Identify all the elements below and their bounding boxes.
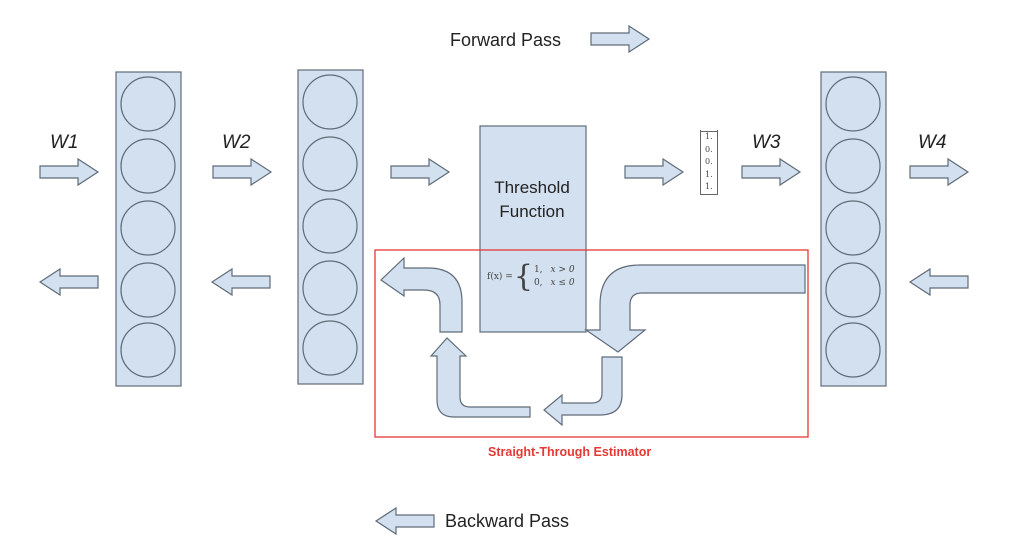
forward-arrow-w4 [909,157,970,187]
neuron [825,138,881,194]
backward-pass-arrow [374,506,435,536]
formula-cases: 1,x > 0 0,x ≤ 0 [534,264,575,290]
weight-label-w1: W1 [50,132,79,153]
neuron [302,198,358,254]
neuron [120,76,176,132]
neuron [120,138,176,194]
forward-arrow-w1 [39,157,100,187]
threshold-formula: f(x) = { 1,x > 0 0,x ≤ 0 [487,262,575,292]
neuron [825,76,881,132]
output-vector-entry: 1. [705,169,713,179]
ste-curved-arrow-down [584,264,806,353]
output-vector: 1. 0. 0. 1. 1. [700,130,718,195]
layer-3 [820,71,887,387]
neuron [825,322,881,378]
layer-2 [297,69,364,385]
backward-pass-label: Backward Pass [445,511,570,531]
neuron [825,200,881,256]
neuron [302,136,358,192]
threshold-function-box [479,125,587,333]
layer-1 [115,71,182,387]
output-vector-entry: 1. [705,182,713,191]
neuron [302,74,358,130]
forward-arrow-w3 [741,157,802,187]
ste-curved-arrow-left [543,356,623,427]
ste-curved-arrow-up [429,337,531,418]
weight-label-w3: W3 [752,132,781,153]
formula-case-2: 0,x ≤ 0 [533,278,575,288]
threshold-label-line1: Threshold [494,178,570,197]
weight-label-w4: W4 [918,132,947,153]
forward-arrow-to-threshold [390,157,451,187]
formula-brace: { [513,259,533,294]
threshold-label-line2: Function [499,202,565,221]
weight-label-w2: W2 [222,132,251,153]
neuron [825,262,881,318]
threshold-function-label: Threshold Function [478,176,586,224]
neuron [302,260,358,316]
backward-arrow-3 [908,267,969,297]
output-vector-entry: 0. [705,144,713,154]
forward-arrow-from-threshold [624,157,685,187]
backward-arrow-1 [38,267,99,297]
straight-through-estimator-box [374,249,809,438]
forward-pass-label: Forward Pass [450,30,562,50]
formula-case-1: 1,x > 0 [533,265,575,275]
backward-arrow-2 [210,267,271,297]
forward-arrow-w2 [212,157,273,187]
ste-curved-arrow-out [380,256,463,333]
formula-lhs: f(x) = [487,272,513,282]
output-vector-entry: 0. [705,157,713,166]
output-vector-entry: 1. [705,132,713,141]
neuron [120,322,176,378]
forward-pass-arrow [590,24,651,54]
neuron [120,200,176,256]
straight-through-estimator-label: Straight-Through Estimator [488,445,652,459]
neuron [120,262,176,318]
neuron [302,320,358,376]
